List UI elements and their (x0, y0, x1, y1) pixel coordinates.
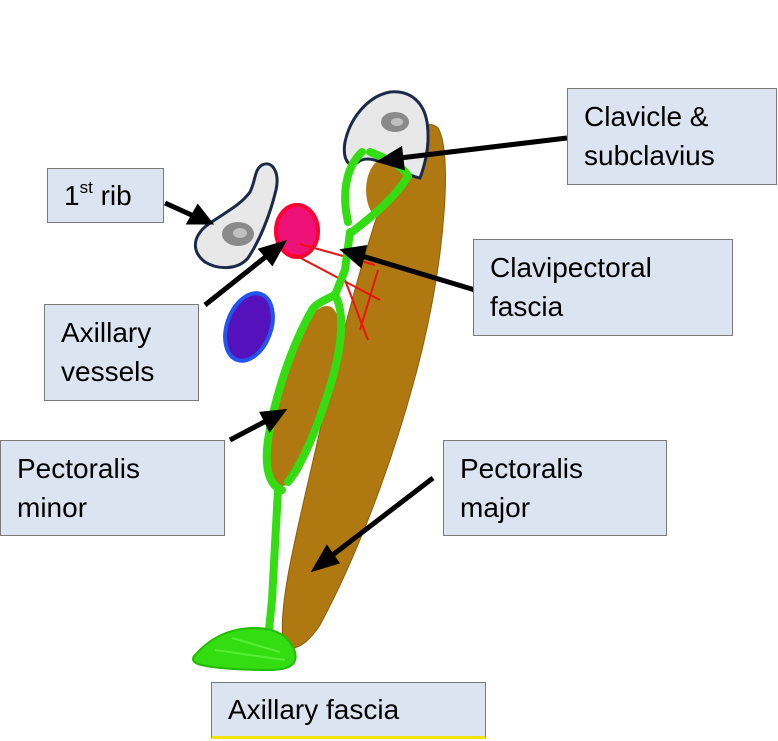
label-line: Pectoralis (17, 453, 140, 484)
first-rib-bone (193, 162, 279, 269)
label-first-rib: 1st rib (47, 168, 164, 223)
rib-word: rib (100, 180, 132, 211)
label-line: fascia (490, 291, 564, 322)
label-pectoralis-minor: Pectoralis minor (0, 440, 225, 536)
label-line: minor (17, 492, 88, 523)
label-line: vessels (61, 356, 155, 387)
subclavius-muscle (366, 158, 406, 222)
label-line: Axillary (61, 317, 152, 348)
label-line: Clavipectoral (490, 252, 652, 283)
pectoralis-minor-muscle (267, 305, 340, 486)
rib-superscript: st (79, 177, 93, 197)
label-axillary-fascia: Axillary fascia (211, 682, 486, 739)
pointer-arrows (163, 135, 568, 573)
label-line: Axillary fascia (228, 694, 400, 725)
label-line: Pectoralis (460, 453, 583, 484)
axillary-artery (274, 203, 320, 259)
axillary-vein (223, 291, 275, 363)
clavipectoral-fascia (262, 148, 412, 644)
label-axillary-vessels: Axillary vessels (44, 304, 199, 401)
label-clavicle-subclavius: Clavicle & subclavius (567, 88, 777, 185)
rib-number: 1 (64, 180, 80, 211)
label-line: major (460, 492, 531, 523)
label-pectoralis-major: Pectoralis major (443, 440, 667, 536)
label-line: subclavius (584, 140, 715, 171)
label-line: Clavicle & (584, 101, 709, 132)
axillary-fascia-shape (192, 626, 297, 672)
label-clavipectoral-fascia: Clavipectoral fascia (473, 239, 733, 336)
